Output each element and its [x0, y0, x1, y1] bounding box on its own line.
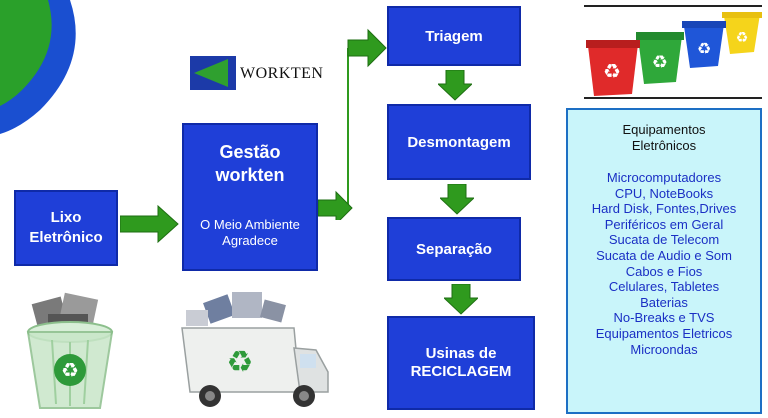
equipamento-item: Microondas: [630, 341, 698, 357]
svg-text:♻: ♻: [652, 52, 668, 73]
svg-text:♻: ♻: [603, 59, 621, 83]
equipamentos-panel: Equipamentos Eletrônicos Microcomputador…: [566, 108, 762, 414]
box-desmontagem: Desmontagem: [387, 104, 531, 180]
corner-decoration: [0, 0, 76, 134]
box-triagem: Triagem: [387, 6, 521, 66]
box-separacao: Separação: [387, 217, 521, 281]
equipamento-item: Baterias: [640, 294, 688, 310]
workten-logo: [188, 54, 312, 92]
workten-logo-icon: [190, 56, 236, 90]
usinas-label: Usinas de RECICLAGEM: [410, 345, 512, 380]
equipamento-item: Microcomputadores: [606, 170, 722, 185]
recycle-bin-icon: ♻: [12, 292, 128, 414]
equipamento-item: Equipamentos Eletricos: [595, 325, 733, 341]
connector-arrows: [318, 28, 387, 220]
triagem-label: Triagem: [425, 27, 483, 45]
logo-text: WORKTEN: [240, 65, 324, 82]
equipamento-item: Sucata de Telecom: [608, 232, 720, 248]
svg-text:♻: ♻: [227, 345, 254, 380]
equipamento-item: Hard Disk, Fontes,Drives: [591, 201, 737, 217]
box-gestao-workten: Gestão workten O Meio Ambiente Agradece: [182, 123, 318, 271]
arrow-down-icon: [438, 70, 472, 101]
recycle-truck-icon: ♻: [181, 292, 329, 407]
lixo-label: Lixo Eletrônico: [29, 209, 103, 246]
equipamento-item: Celulares, Tabletes: [608, 279, 720, 295]
arrow-right-icon: [120, 204, 179, 244]
equipamento-item: CPU, NoteBooks: [614, 185, 714, 201]
separacao-label: Separação: [416, 240, 492, 258]
arrow-down-icon: [444, 284, 478, 315]
gestao-title: Gestão workten: [215, 142, 285, 185]
svg-text:♻: ♻: [736, 30, 749, 46]
svg-text:♻: ♻: [61, 358, 79, 382]
desmontagem-label: Desmontagem: [407, 133, 511, 151]
equipamentos-title: Equipamentos Eletrônicos: [622, 122, 706, 153]
arrow-down-icon: [440, 184, 474, 215]
equipamento-item: Periféricos em Geral: [604, 216, 724, 232]
gestao-subtitle: O Meio Ambiente Agradece: [200, 217, 300, 248]
box-usinas-reciclagem: Usinas de RECICLAGEM: [387, 316, 535, 410]
equipamento-item: No-Breaks e TVS: [613, 310, 715, 326]
recycle-bins-icon: ♻ ♻ ♻ ♻: [584, 5, 762, 99]
svg-text:♻: ♻: [697, 39, 711, 58]
equipamento-item: Cabos e Fios: [625, 263, 703, 279]
box-lixo-eletronico: Lixo Eletrônico: [14, 190, 118, 266]
equipamento-item: Sucata de Audio e Som: [596, 247, 732, 263]
